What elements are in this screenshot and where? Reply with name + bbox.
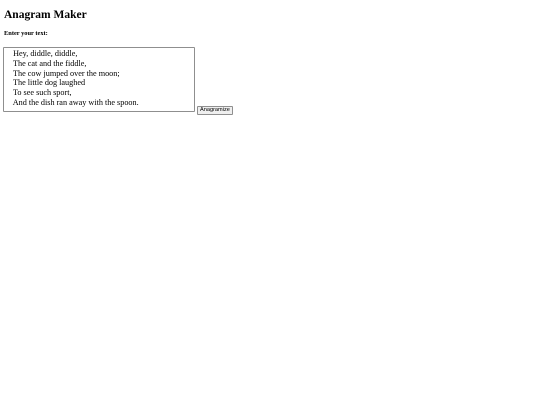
- anagramize-button[interactable]: Anagramize: [197, 106, 233, 115]
- page-title: Anagram Maker: [4, 9, 87, 21]
- text-input[interactable]: [3, 47, 195, 112]
- text-input-label: Enter your text:: [4, 30, 48, 37]
